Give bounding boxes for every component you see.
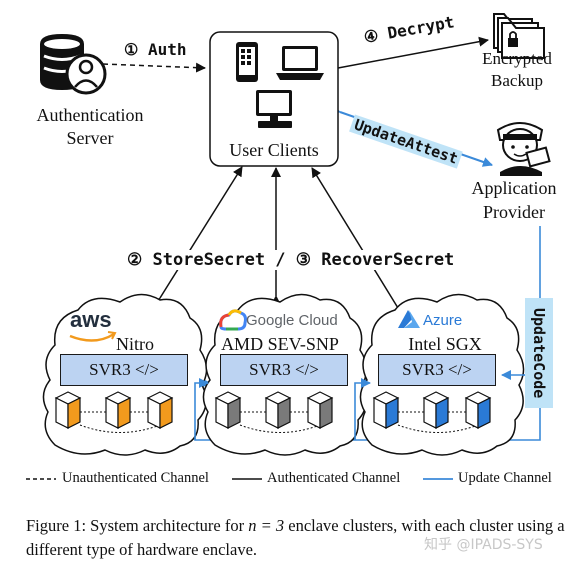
phone-icon — [236, 42, 258, 82]
figure-caption: Figure 1: System architecture for n = 3 … — [26, 514, 566, 562]
caption-prefix: Figure 1: System architecture for — [26, 516, 249, 535]
azure-text: Azure — [423, 312, 463, 329]
svr3-box-nitro: SVR3 </> — [60, 354, 188, 386]
google-cloud-text: Google Cloud — [246, 312, 338, 329]
store-recover-label: ② StoreSecret / ③ RecoverSecret — [127, 250, 455, 270]
server-icon — [54, 391, 82, 429]
user-clients-label: User Clients — [229, 140, 319, 160]
encrypted-backup-label: Encrypted Backup — [482, 49, 552, 90]
decrypt-arrow — [328, 36, 489, 75]
auth-edge-label: ① Auth — [124, 40, 187, 59]
legend-update-label: Update Channel — [458, 470, 552, 486]
sev-snp-label: AMD SEV-SNP — [221, 334, 339, 354]
server-icon — [422, 391, 450, 429]
server-icon — [264, 391, 292, 429]
legend-unauth-label: Unauthenticated Channel — [62, 470, 209, 486]
laptop-icon — [276, 46, 324, 80]
store-arrow-nitro — [150, 166, 243, 309]
svr3-box-sgx: SVR3 </> — [378, 354, 496, 386]
auth-server-label: Authentication Server — [36, 105, 144, 148]
server-group-sev — [239, 411, 321, 433]
legend-auth-label: Authenticated Channel — [267, 470, 401, 486]
aws-logo-text: aws — [70, 307, 112, 332]
app-provider-label: Application Provider — [471, 178, 557, 222]
update-code-label: UpdateCode — [525, 298, 553, 408]
desktop-icon — [256, 90, 292, 128]
store-arrow-sgx — [311, 167, 407, 319]
sgx-label: Intel SGX — [408, 334, 482, 354]
caption-math: n = 3 — [248, 516, 285, 535]
svr3-box-sev: SVR3 </> — [220, 354, 348, 386]
server-icon — [464, 391, 492, 429]
server-icon — [372, 391, 400, 429]
server-icon — [214, 391, 242, 429]
caption-suffix: enclave clusters, with each cluster usin… — [26, 516, 565, 559]
server-icon — [146, 391, 174, 429]
database-user-icon — [40, 34, 107, 95]
folder-lock-icon — [493, 13, 545, 59]
aws-logo — [69, 331, 117, 342]
server-icon — [306, 391, 334, 429]
server-group-sgx — [397, 411, 479, 433]
developer-icon — [496, 122, 551, 176]
nitro-label: Nitro — [116, 334, 154, 354]
server-icon — [104, 391, 132, 429]
google-cloud-icon — [219, 309, 247, 331]
auth-arrow — [93, 58, 206, 73]
azure-icon — [398, 310, 420, 328]
server-group-nitro — [79, 411, 161, 433]
watermark: 知乎 @IPADS-SYS — [424, 537, 543, 553]
